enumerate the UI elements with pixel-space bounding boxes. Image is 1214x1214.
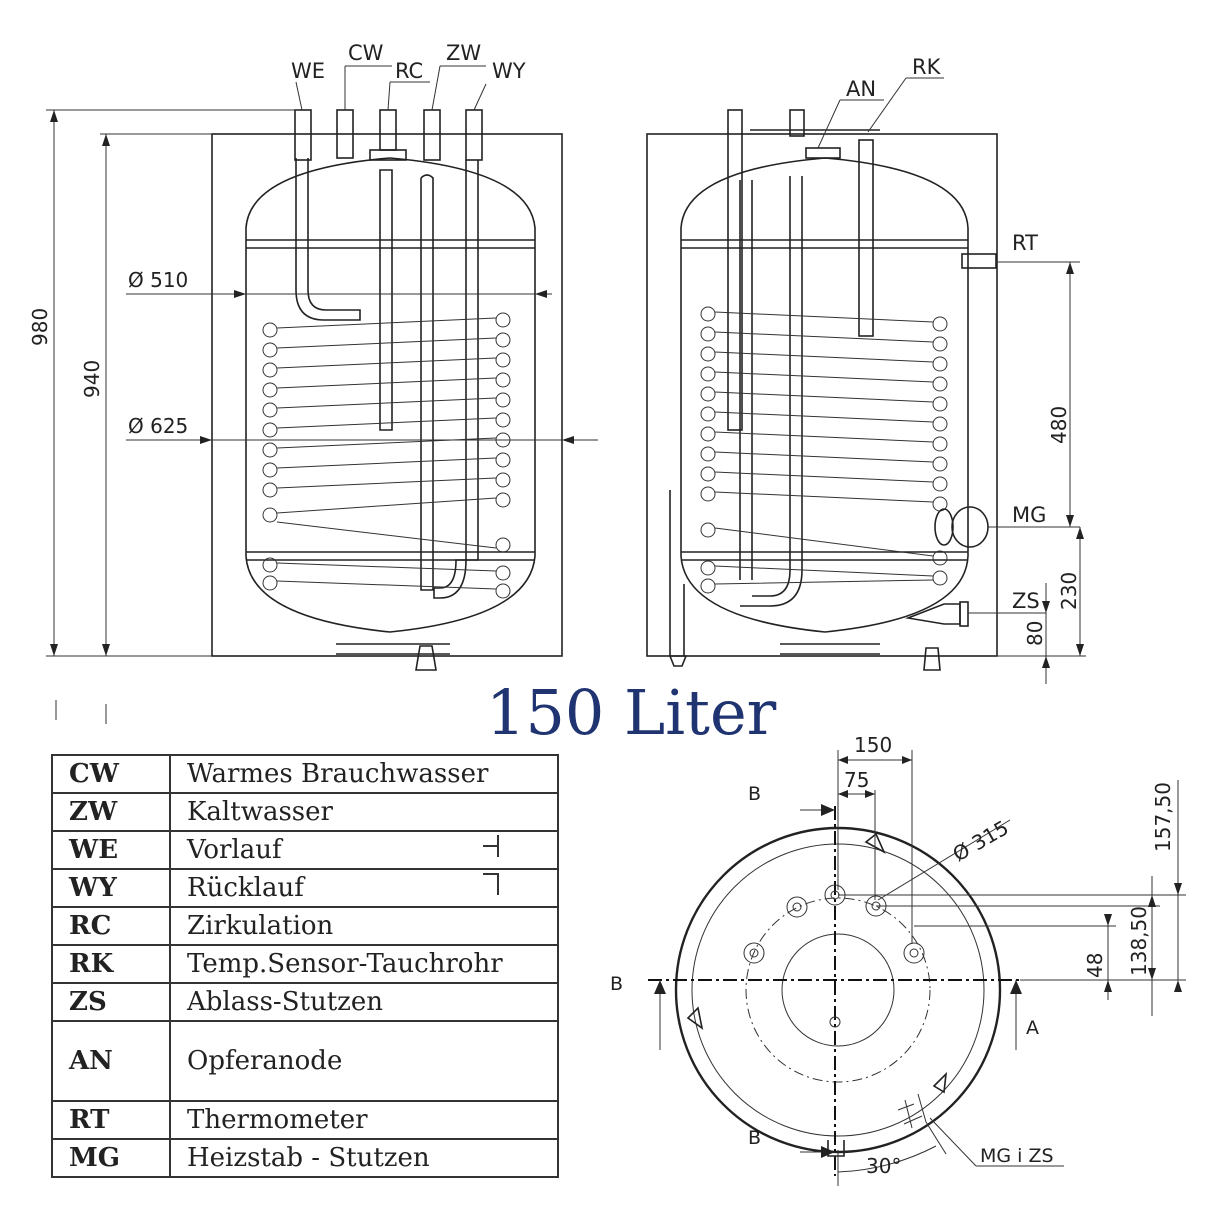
connection-mark-icon bbox=[483, 873, 499, 895]
right-coil-lines bbox=[714, 311, 934, 585]
right-insulation-outline bbox=[646, 133, 998, 657]
dim-angle-30: 30° bbox=[866, 1154, 901, 1178]
dim-d315: Ø 315 bbox=[949, 815, 1013, 866]
legend-description-text: Warmes Brauchwasser bbox=[187, 759, 489, 789]
legend-code: RT bbox=[51, 1100, 171, 1140]
legend-description: Warmes Brauchwasser bbox=[169, 754, 559, 794]
left-coil-rings bbox=[262, 312, 511, 599]
connection-mark-icon bbox=[483, 835, 499, 857]
legend-row-zs: ZS Ablass-Stutzen bbox=[51, 982, 559, 1022]
dim-138-50: 138,50 bbox=[1127, 906, 1151, 976]
legend-description-text: Kaltwasser bbox=[187, 797, 333, 827]
legend-description: Rücklauf bbox=[169, 868, 559, 908]
legend-description: Zirkulation bbox=[169, 906, 559, 946]
legend-description: Ablass-Stutzen bbox=[169, 982, 559, 1022]
port-label-wy: WY bbox=[492, 59, 526, 83]
legend-code: CW bbox=[51, 754, 171, 794]
legend-row-rt: RT Thermometer bbox=[51, 1100, 559, 1140]
legend-row-rc: RC Zirkulation bbox=[51, 906, 559, 946]
legend-code: AN bbox=[51, 1020, 171, 1102]
section-label-b-left: B bbox=[610, 973, 623, 995]
legend-description: Thermometer bbox=[169, 1100, 559, 1140]
legend-description: Opferanode bbox=[169, 1020, 559, 1102]
dim-230: 230 bbox=[1057, 572, 1081, 610]
legend-row-zw: ZW Kaltwasser bbox=[51, 792, 559, 832]
legend-code: ZS bbox=[51, 982, 171, 1022]
port-label-rk: RK bbox=[912, 55, 942, 79]
top-view: 150 75 Ø 315 157,50 138,50 48 B B B A 30 bbox=[610, 733, 1186, 1186]
port-label-an: AN bbox=[846, 77, 876, 101]
section-label-a: A bbox=[1026, 1017, 1039, 1039]
legend-description: Temp.Sensor-Tauchrohr bbox=[169, 944, 559, 984]
right-side-view: AN RK RT MG ZS 480 230 80 bbox=[646, 55, 1086, 684]
dim-150: 150 bbox=[854, 733, 892, 757]
port-label-mg: MG bbox=[1012, 503, 1046, 527]
left-port-leaders bbox=[295, 65, 487, 111]
left-coil-lines bbox=[276, 317, 497, 590]
section-label-b-top: B bbox=[748, 783, 761, 805]
dim-480: 480 bbox=[1047, 406, 1071, 444]
dim-980: 980 bbox=[28, 308, 52, 346]
dim-d510: Ø 510 bbox=[128, 268, 188, 292]
legend-description-text: Temp.Sensor-Tauchrohr bbox=[187, 949, 503, 979]
section-label-b-bottom: B bbox=[748, 1127, 761, 1149]
right-coil-rings bbox=[700, 306, 948, 594]
legend-description: Heizstab - Stutzen bbox=[169, 1138, 559, 1178]
legend-row-wy: WY Rücklauf bbox=[51, 868, 559, 908]
dim-48: 48 bbox=[1083, 953, 1107, 978]
legend-description: Kaltwasser bbox=[169, 792, 559, 832]
right-tank-body bbox=[680, 157, 969, 633]
dim-75: 75 bbox=[844, 768, 869, 792]
port-label-zw: ZW bbox=[446, 41, 481, 65]
legend-code: RK bbox=[51, 944, 171, 984]
port-label-rc: RC bbox=[395, 59, 423, 83]
legend-description-text: Thermometer bbox=[187, 1105, 368, 1135]
port-label-we: WE bbox=[291, 59, 325, 83]
dim-80: 80 bbox=[1023, 621, 1047, 646]
legend-description-text: Rücklauf bbox=[187, 873, 304, 903]
legend-description-text: Heizstab - Stutzen bbox=[187, 1143, 430, 1173]
dim-157-50: 157,50 bbox=[1151, 782, 1175, 852]
legend-code: RC bbox=[51, 906, 171, 946]
legend-description: Vorlauf bbox=[169, 830, 559, 870]
legend-code: MG bbox=[51, 1138, 171, 1178]
drawing-title: 150 Liter bbox=[486, 676, 777, 749]
legend-row-mg: MG Heizstab - Stutzen bbox=[51, 1138, 559, 1178]
legend-description-text: Zirkulation bbox=[187, 911, 334, 941]
port-label-rt: RT bbox=[1012, 231, 1038, 255]
callout-mg-i-zs: MG i ZS bbox=[980, 1145, 1054, 1167]
legend-code: WY bbox=[51, 868, 171, 908]
legend-row-we: WE Vorlauf bbox=[51, 830, 559, 870]
legend-code: ZW bbox=[51, 792, 171, 832]
left-side-view: WE CW RC ZW WY 980 940 Ø 510 Ø 625 bbox=[28, 41, 598, 724]
left-tank-body bbox=[245, 157, 536, 633]
left-insulation-outline bbox=[211, 133, 563, 657]
dim-d625: Ø 625 bbox=[128, 414, 188, 438]
legend-row-cw: CW Warmes Brauchwasser bbox=[51, 754, 559, 794]
legend-row-an: AN Opferanode bbox=[51, 1020, 559, 1102]
dim-940: 940 bbox=[80, 360, 104, 398]
legend-description-text: Vorlauf bbox=[187, 835, 282, 865]
legend-description-text: Ablass-Stutzen bbox=[187, 987, 383, 1017]
legend-row-rk: RK Temp.Sensor-Tauchrohr bbox=[51, 944, 559, 984]
legend-description-text: Opferanode bbox=[187, 1046, 343, 1076]
port-label-zs: ZS bbox=[1012, 589, 1040, 613]
legend-code: WE bbox=[51, 830, 171, 870]
port-label-cw: CW bbox=[348, 41, 384, 65]
